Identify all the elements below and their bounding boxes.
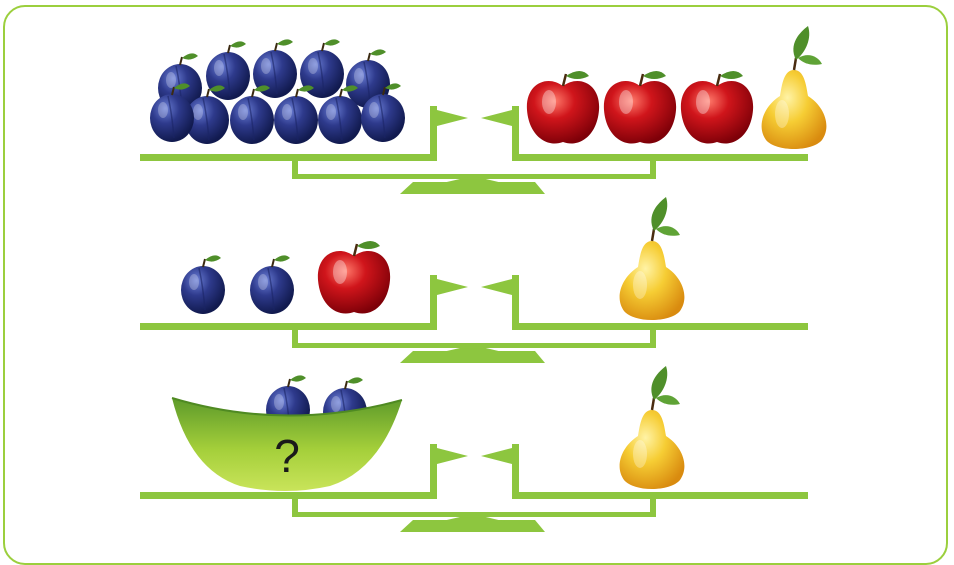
pear-3 [618,364,686,491]
balance-scale-3: ? [140,364,808,532]
pear-1 [760,24,828,151]
apples-group-1 [525,69,755,145]
balance-scale-2 [140,195,808,363]
puzzle-stage: ? [3,5,948,565]
bowl: ? [171,397,403,491]
plums-group-1 [149,38,406,145]
pear-2 [618,195,686,322]
question-mark: ? [274,430,300,482]
plum-2b [249,254,295,315]
apple-2 [316,239,392,315]
balance-scale-1 [140,24,828,194]
plum-2a [180,254,226,315]
balance-puzzle-illustration: ? [140,24,828,532]
